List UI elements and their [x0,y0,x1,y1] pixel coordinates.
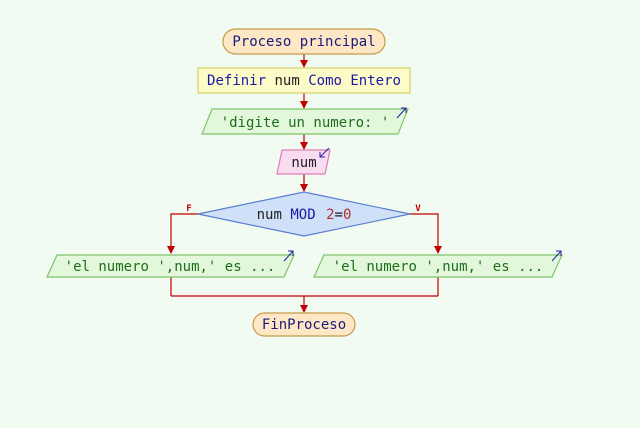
output-true-arrow-icon [551,250,562,262]
input-arrow-icon [319,147,330,158]
output-true-text: 'el numero ',num,' es ... [333,259,544,275]
output-false-arrow-icon [283,250,294,262]
end-label: FinProceso [262,317,346,333]
define-box: Definir num Como Entero [197,67,411,94]
start-terminal: Proceso principal [222,28,386,55]
output-prompt-box: 'digite un numero: ' [201,107,409,135]
decision-op: MOD [290,207,315,223]
output-true-box: 'el numero ',num,' es ... [313,250,563,278]
output-arrow-icon [396,107,407,119]
decision-condition: num MOD 2=0 [257,207,352,223]
connector-true-branch [410,213,442,254]
input-box: num [276,147,331,175]
define-statement: Definir num Como Entero [207,73,401,89]
decision-diamond: num MOD 2=0 [197,191,411,237]
false-branch-label: F [186,204,191,214]
decision-left: num [257,207,282,223]
connector-lines [167,54,442,313]
decision-eq: = [335,207,343,223]
start-label: Proceso principal [232,34,375,50]
decision-num1: 2 [326,207,334,223]
define-keyword2: Como [308,73,342,89]
decision-num2: 0 [343,207,351,223]
true-branch-label: V [415,204,421,214]
define-keyword: Definir [207,73,266,89]
output-false-text: 'el numero ',num,' es ... [65,259,276,275]
connector-false-branch [167,213,198,254]
input-var-text: num [291,155,316,171]
define-type: Entero [350,73,401,89]
end-terminal: FinProceso [252,312,356,337]
output-prompt-text: 'digite un numero: ' [221,115,390,131]
define-var-name: num [274,73,299,89]
output-false-box: 'el numero ',num,' es ... [46,250,295,278]
